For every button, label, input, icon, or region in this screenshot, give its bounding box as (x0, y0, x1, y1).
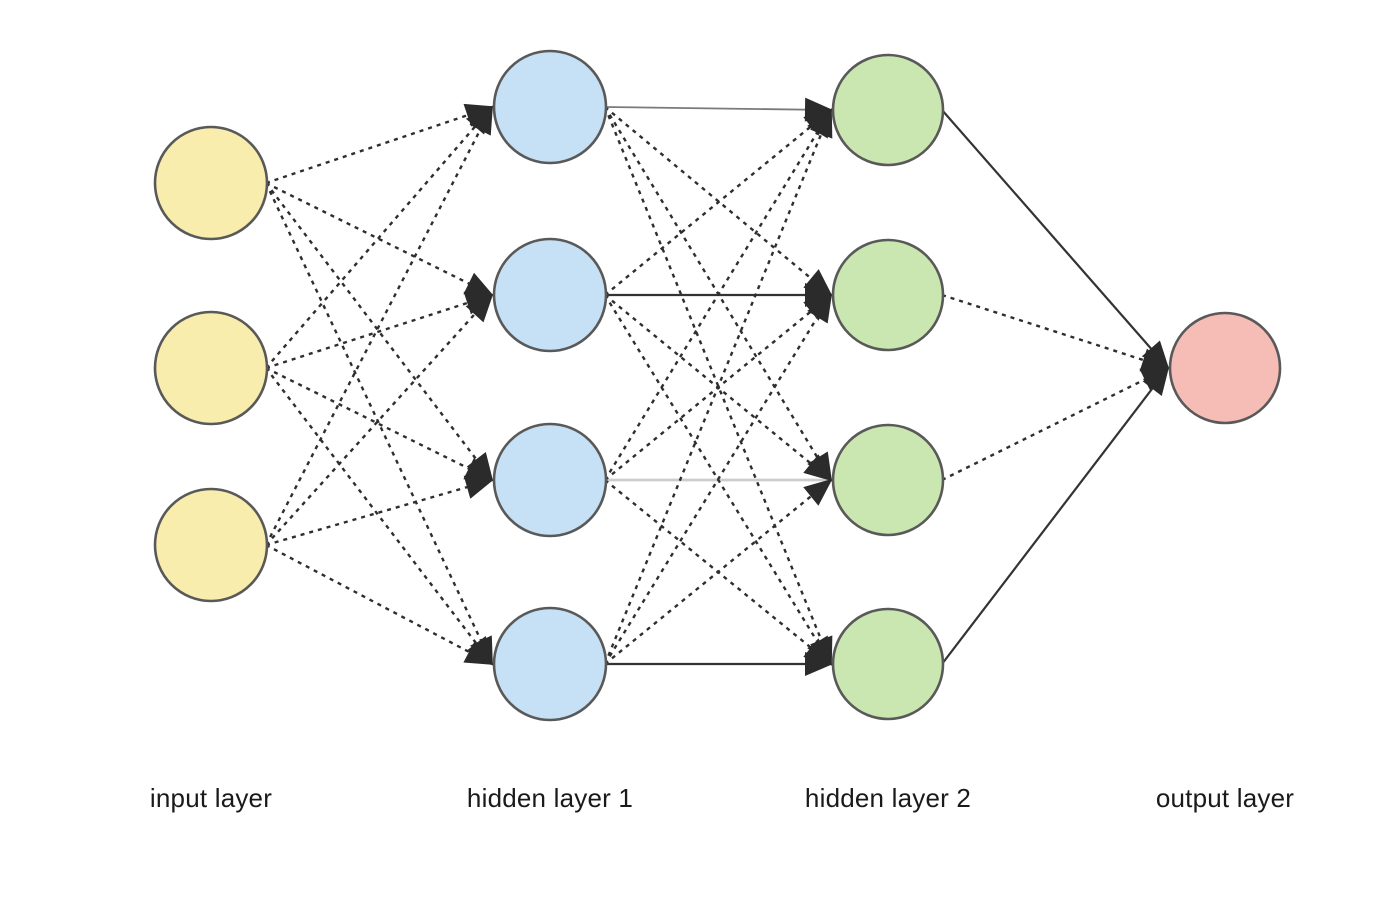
edge-hidden13-hidden21 (603, 293, 833, 665)
node-input-2 (153, 487, 269, 603)
edge-input0-hidden13 (264, 182, 494, 666)
edge-hidden22-output0 (941, 366, 1170, 482)
edge-hidden20-output0 (941, 109, 1170, 370)
edge-hidden21-output0 (941, 293, 1170, 372)
edge-input2-hidden13 (265, 543, 494, 666)
edge-input2-hidden10 (264, 105, 494, 546)
node-input-0 (153, 125, 269, 241)
edge-hidden13-hidden22 (604, 478, 833, 665)
edge-input1-hidden12 (265, 366, 494, 482)
node-hidden2-1 (831, 238, 945, 352)
node-hidden1-0 (492, 49, 608, 165)
node-hidden2-3 (831, 607, 945, 721)
edge-input1-hidden13 (265, 367, 494, 666)
layer-label-hidden1: hidden layer 1 (466, 783, 634, 813)
node-output-0 (1168, 311, 1282, 425)
node-hidden1-2 (492, 422, 608, 538)
edge-hidden23-output0 (941, 366, 1170, 665)
node-hidden2-0 (831, 53, 945, 167)
layer-label-output: output layer (1155, 783, 1295, 813)
edge-input1-hidden11 (265, 291, 494, 370)
edge-hidden12-hidden20 (603, 108, 833, 481)
edge-input2-hidden12 (265, 475, 494, 547)
node-hidden1-1 (492, 237, 608, 353)
node-hidden2-2 (831, 423, 945, 537)
edge-input2-hidden11 (265, 293, 494, 546)
edge-input1-hidden10 (265, 105, 494, 369)
edge-hidden13-hidden20 (603, 108, 833, 665)
layer-label-hidden2: hidden layer 2 (804, 783, 972, 813)
edge-input0-hidden10 (265, 103, 494, 185)
node-hidden1-3 (492, 606, 608, 722)
edge-hidden11-hidden20 (604, 108, 833, 296)
node-input-1 (153, 310, 269, 426)
edge-hidden10-hidden20 (604, 97, 833, 122)
layer-label-input: input layer (149, 783, 273, 813)
